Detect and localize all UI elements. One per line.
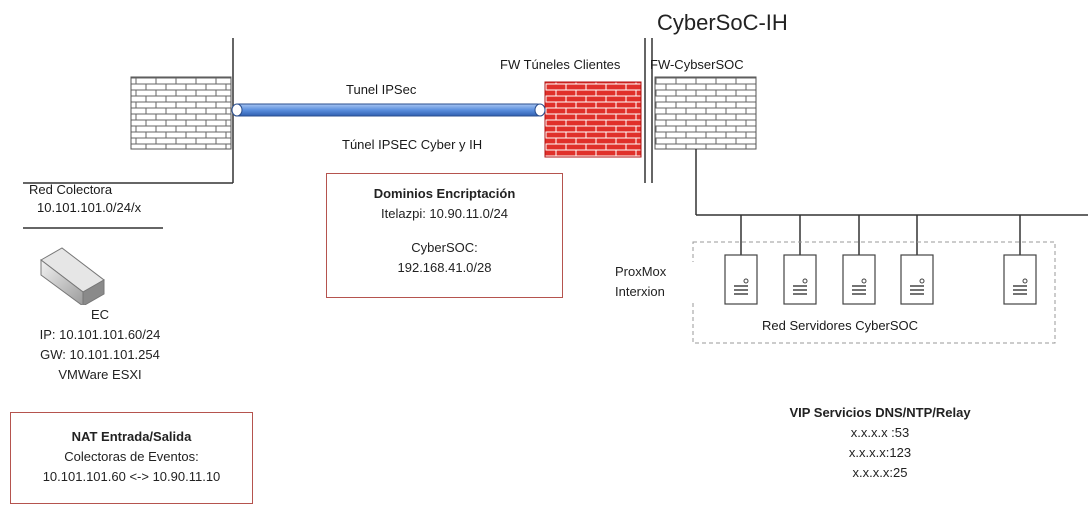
tunnel-sublabel: Túnel IPSEC Cyber y IH (342, 137, 483, 152)
server-icon (783, 254, 817, 305)
proxmox-label: ProxMox Interxion (615, 262, 695, 302)
ec-ip: IP: 10.101.101.60/24 (39, 327, 161, 342)
left-firewall (130, 38, 234, 183)
proxmox-line2: Interxion (615, 284, 665, 299)
server-network-lines (695, 149, 1088, 255)
vip-relay: x.x.x.x:25 (852, 465, 908, 480)
encryption-domains-title: Dominios Encriptación (373, 186, 516, 201)
red-colectora-subnet: 10.101.101.0/24/x (37, 200, 142, 215)
server-icon (842, 254, 876, 305)
server-icon (724, 254, 758, 305)
tunnel-label: Tunel IPSec (346, 82, 417, 97)
ipsec-tunnel (231, 103, 546, 117)
encryption-domains-cybersoc: CyberSOC: (411, 240, 478, 255)
ec-device-icon (40, 247, 105, 307)
ec-name: EC (90, 307, 110, 322)
proxmox-line1: ProxMox (615, 264, 667, 279)
server-group-label: Red Servidores CyberSOC (762, 318, 919, 333)
fw-cybersoc-firewall (654, 76, 757, 150)
encryption-domains-box: Dominios Encriptación Itelazpi: 10.90.11… (326, 173, 563, 298)
cybersoc-boundary (644, 38, 653, 183)
ec-gw: GW: 10.101.101.254 (40, 347, 160, 362)
nat-line2: 10.101.101.60 <-> 10.90.11.10 (42, 469, 221, 484)
server-icon (900, 254, 934, 305)
nat-title: NAT Entrada/Salida (71, 429, 192, 444)
encryption-domains-cybersoc-subnet: 192.168.41.0/28 (397, 260, 492, 275)
ec-info: EC IP: 10.101.101.60/24 GW: 10.101.101.2… (10, 305, 190, 385)
nat-line1: Colectoras de Eventos: (64, 449, 199, 464)
encryption-domains-itelazpi: Itelazpi: 10.90.11.0/24 (381, 206, 508, 221)
fw-clients-firewall (544, 81, 642, 158)
server-icon (1003, 254, 1037, 305)
fw-cybersoc-label: FW-CybserSOC (650, 57, 744, 72)
diagram-title: CyberSoC-IH (657, 10, 788, 35)
left-network-lines (23, 182, 233, 229)
vip-title: VIP Servicios DNS/NTP/Relay (789, 405, 971, 420)
vip-dns: x.x.x.x :53 (850, 425, 910, 440)
servers (724, 254, 1037, 305)
red-colectora-label: Red Colectora (29, 182, 113, 197)
vip-ntp: x.x.x.x:123 (848, 445, 912, 460)
ec-platform: VMWare ESXI (58, 367, 142, 382)
nat-box: NAT Entrada/Salida Colectoras de Eventos… (10, 412, 253, 504)
vip-box: VIP Servicios DNS/NTP/Relay x.x.x.x :53 … (760, 403, 1000, 483)
fw-clients-label: FW Túneles Clientes (500, 57, 621, 72)
